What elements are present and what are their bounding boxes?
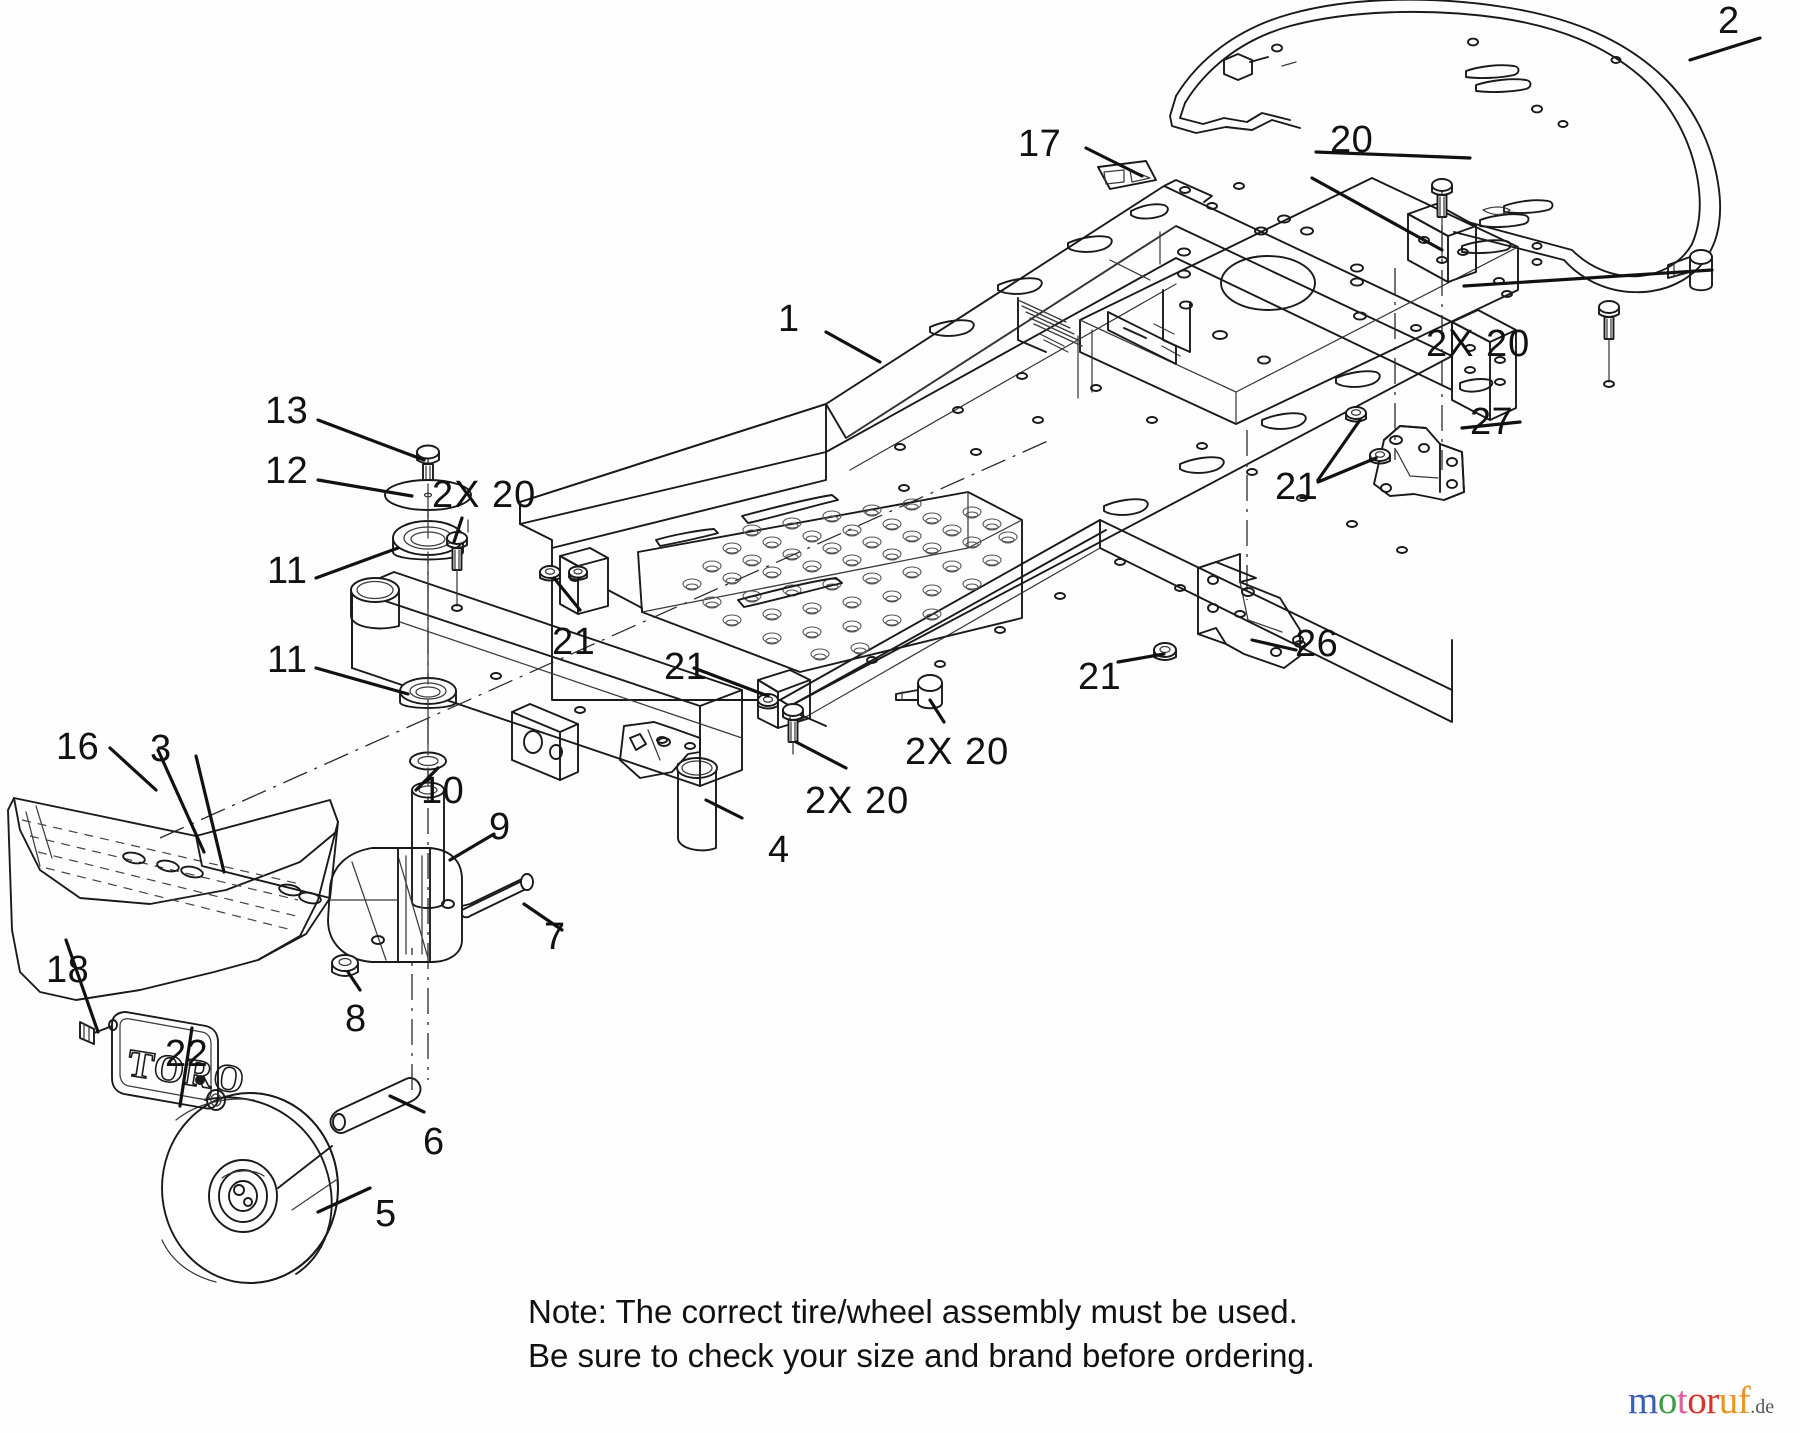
- part-26-bracket: [1197, 553, 1304, 669]
- callout-16: 16: [56, 726, 100, 768]
- callout-2: 2: [1718, 0, 1740, 42]
- motoruf-watermark: motoruf.de: [1628, 1381, 1774, 1420]
- part-1-main-frame: [519, 160, 1519, 729]
- leader-lines: [64, 36, 1762, 1214]
- part-8-locknut: [331, 954, 359, 977]
- part-27-bracket: [1373, 425, 1465, 501]
- callout-2x-20-left: 2X 20: [432, 474, 537, 516]
- part-20-bolt-mid-right: [895, 674, 943, 710]
- callout-11-lower: 11: [267, 639, 308, 681]
- callout-2x-20-right: 2X 20: [1426, 323, 1531, 365]
- watermark-suffix: .de: [1750, 1396, 1775, 1418]
- callout-5: 5: [375, 1193, 397, 1235]
- callout-20-top: 20: [1330, 119, 1374, 161]
- callout-7: 7: [544, 916, 566, 958]
- callout-2x-20-mid-1: 2X 20: [905, 731, 1010, 773]
- watermark-letter-u: u: [1718, 1379, 1739, 1422]
- callout-21-left: 21: [552, 621, 596, 663]
- part-3-front-axle-beam: [350, 571, 743, 787]
- callout-6: 6: [423, 1121, 445, 1163]
- part-5-wheel-tire: [161, 1092, 339, 1284]
- part-21-nut-upper-right: [1345, 406, 1367, 423]
- callout-1: 1: [778, 298, 800, 340]
- callout-8: 8: [345, 998, 367, 1040]
- part-20-bolt-mid-bracket: [782, 703, 804, 755]
- callout-13: 13: [265, 390, 309, 432]
- callout-9: 9: [489, 806, 511, 848]
- callout-4: 4: [768, 829, 790, 871]
- watermark-letter-r: r: [1706, 1379, 1719, 1422]
- watermark-letter-f: f: [1737, 1379, 1751, 1422]
- callout-26: 26: [1295, 623, 1339, 665]
- part-13-bolt: [416, 444, 440, 485]
- part-21-nut-for-26: [1153, 642, 1177, 661]
- part-20-bolt-right-deck: [1598, 300, 1620, 388]
- callout-17: 17: [1018, 123, 1062, 165]
- callout-3: 3: [150, 728, 172, 770]
- callout-11-upper: 11: [267, 550, 308, 592]
- watermark-letter-t: t: [1676, 1379, 1688, 1422]
- part-9-caster-fork: [327, 847, 463, 963]
- part-21-nut-bracket-tab: [568, 565, 588, 581]
- callout-27: 27: [1470, 401, 1514, 443]
- callout-12: 12: [265, 450, 309, 492]
- watermark-letter-m: m: [1628, 1379, 1658, 1422]
- part-17-decal: [1097, 160, 1157, 190]
- part-6-axle-rod: [329, 948, 422, 1134]
- centerline-left-axle: [159, 439, 1051, 839]
- callout-2x-20-mid-2: 2X 20: [805, 780, 910, 822]
- caster-hardware-stack: [384, 444, 472, 909]
- callout-21-lower-right: 21: [1078, 656, 1122, 698]
- part-20-bolt-left-bracket: [446, 531, 468, 612]
- callout-18: 18: [46, 949, 90, 991]
- watermark-letter-o2: o: [1687, 1379, 1707, 1422]
- part-4-front-tube: [676, 757, 718, 852]
- part-21-nut-mid-bracket: [757, 693, 779, 710]
- part-2-rops-bar: [1169, 0, 1722, 294]
- callout-21-mid: 21: [664, 646, 708, 688]
- part-21-nut-left-bracket: [539, 565, 561, 582]
- watermark-letter-o1: o: [1657, 1379, 1678, 1422]
- callout-21-right: 21: [1275, 466, 1319, 508]
- part-21-nut-for-27: [1369, 448, 1391, 465]
- callout-22: 22: [165, 1033, 209, 1075]
- part-7-bolt: [461, 873, 534, 919]
- tire-wheel-note: Note: The correct tire/wheel assembly mu…: [528, 1293, 1315, 1374]
- callout-10: 10: [421, 770, 465, 812]
